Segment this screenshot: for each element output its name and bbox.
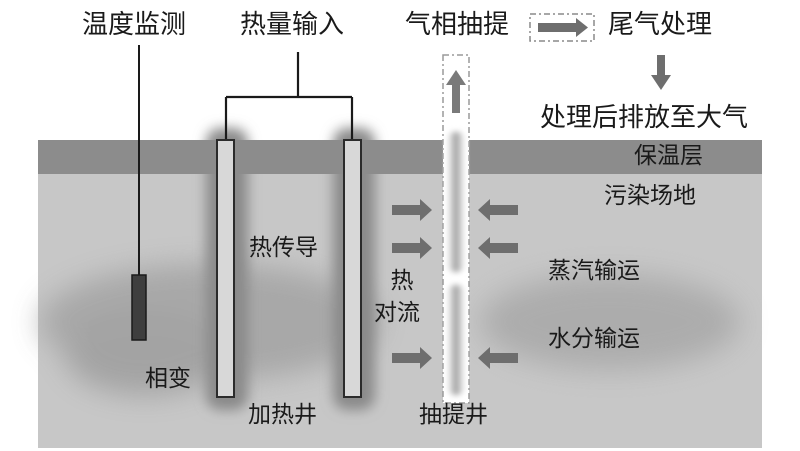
heating-well-right	[343, 139, 362, 398]
tail-gas-treatment-label: 尾气处理	[608, 10, 713, 40]
up-arrow-icon	[446, 70, 466, 113]
discharge-label: 处理后排放至大气	[540, 103, 749, 133]
water-transport-label: 水分输运	[548, 326, 640, 352]
heat-convection-label: 热	[387, 265, 417, 297]
convection-arrows-left	[392, 199, 432, 369]
temperature-monitoring-label: 温度监测	[82, 10, 187, 40]
steam-transport-label: 蒸汽输运	[548, 258, 640, 284]
down-arrow-icon	[651, 55, 671, 90]
heating-well-left	[216, 139, 235, 398]
contaminated-site-label: 污染场地	[604, 183, 696, 209]
heat-convection-label-line2: 对流	[374, 300, 420, 326]
phase-change-label: 相变	[145, 366, 191, 392]
heat-input-label: 热量输入	[240, 10, 345, 40]
vapor-extraction-label: 气相抽提	[405, 10, 510, 40]
insulation-layer	[38, 140, 762, 174]
extraction-well-label: 抽提井	[419, 402, 488, 428]
legend-arrow-icon	[529, 13, 595, 42]
heat-input-bracket	[224, 52, 354, 140]
heat-convection-label-line1: 热	[390, 268, 414, 294]
temperature-sensor	[131, 274, 147, 341]
convection-arrows-right	[478, 199, 518, 369]
heat-conduction-label: 热传导	[249, 235, 318, 261]
extraction-flow	[447, 132, 465, 395]
insulation-layer-label: 保温层	[634, 143, 703, 169]
heating-well-label: 加热井	[248, 402, 317, 428]
